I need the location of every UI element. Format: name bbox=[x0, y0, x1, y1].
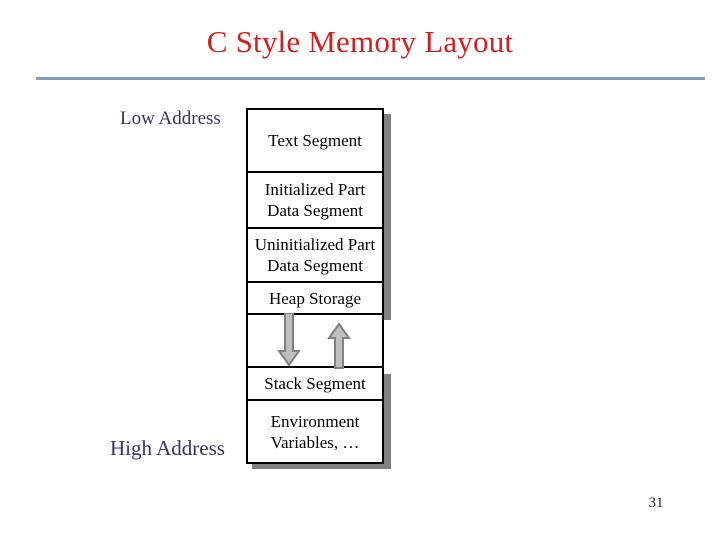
lower-group-right-shadow bbox=[384, 374, 391, 469]
memory-block-label: Text Segment bbox=[268, 131, 362, 150]
stack-growth-up-arrow-icon bbox=[327, 322, 351, 369]
memory-block-label: Environment bbox=[270, 411, 360, 431]
page-title: C Style Memory Layout bbox=[206, 24, 514, 59]
memory-block-sublabel: Data Segment bbox=[267, 256, 363, 275]
memory-block-sublabel: Variables, … bbox=[270, 432, 360, 452]
upper-group-right-shadow bbox=[384, 114, 391, 319]
low-address-label: Low Address bbox=[120, 108, 221, 129]
memory-block-label: Stack Segment bbox=[264, 374, 366, 393]
lower-group-bottom-shadow bbox=[252, 462, 391, 469]
memory-block-sublabel: Data Segment bbox=[267, 201, 363, 220]
memory-block-uninitialized-data-segment: Uninitialized Part Data Segment bbox=[246, 227, 384, 283]
memory-block-label: Uninitialized Part bbox=[254, 235, 376, 254]
heap-growth-down-arrow-icon bbox=[277, 313, 301, 367]
memory-block-label: Initialized Part bbox=[264, 180, 366, 199]
memory-block-stack-segment: Stack Segment bbox=[246, 366, 384, 401]
title-divider bbox=[36, 77, 705, 80]
page-number: 31 bbox=[648, 495, 664, 511]
unallocated-gap-region bbox=[246, 314, 384, 367]
memory-block-initialized-data-segment: Initialized Part Data Segment bbox=[246, 171, 384, 229]
memory-block-environment-variables: Environment Variables, … bbox=[246, 399, 384, 464]
high-address-label: High Address bbox=[110, 436, 225, 460]
memory-block-text-segment: Text Segment bbox=[246, 108, 384, 173]
memory-block-label: Heap Storage bbox=[268, 288, 362, 308]
memory-block-heap-storage: Heap Storage bbox=[246, 281, 384, 315]
